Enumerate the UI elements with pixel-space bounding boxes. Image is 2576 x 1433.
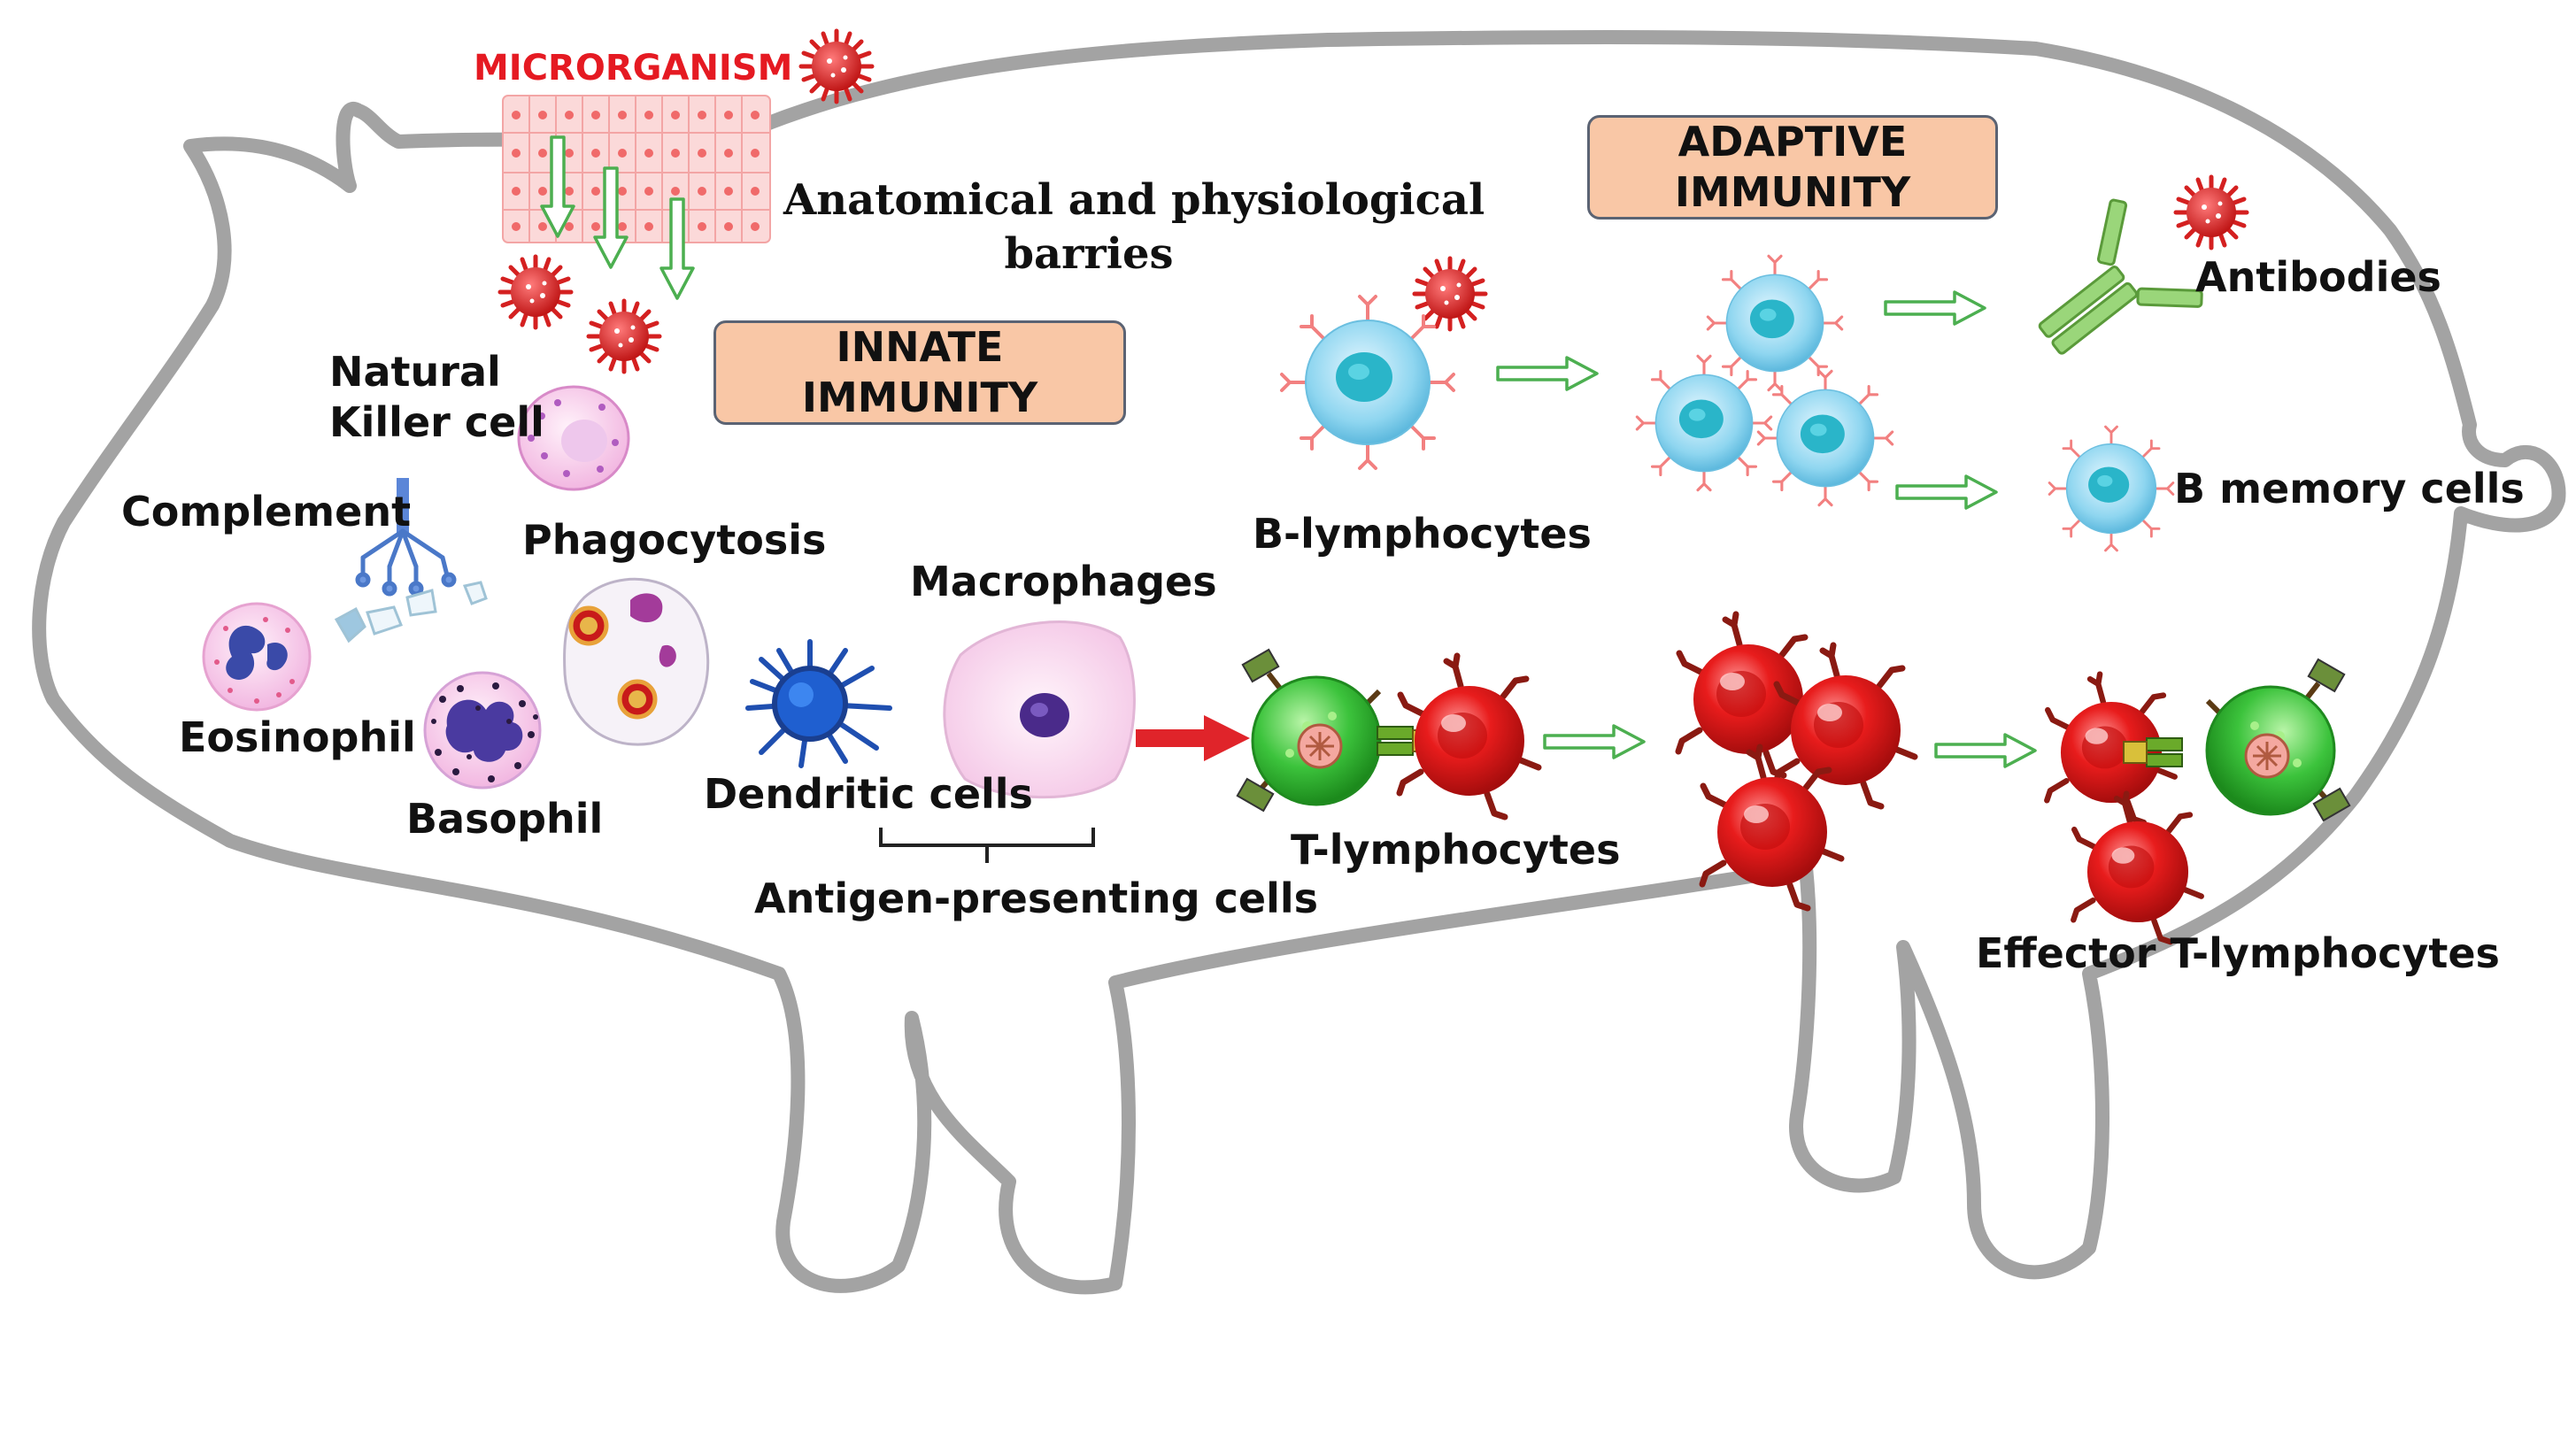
b-memory-cell-icon — [2048, 425, 2175, 552]
dendritic-cells-label: Dendritic cells — [704, 770, 1033, 818]
b-lymphocyte-icon — [1280, 295, 1455, 470]
basophil-label: Basophil — [406, 795, 604, 843]
basophil-icon — [423, 671, 542, 790]
eosinophil-icon — [202, 602, 312, 712]
b-proliferation-arrow — [1496, 356, 1599, 391]
nk-label-line2: Killer cell — [329, 397, 544, 446]
innate-immunity-box: INNATE IMMUNITY — [713, 320, 1126, 425]
engulfed-microbe-icon — [568, 605, 609, 646]
natural-killer-cell-icon — [517, 385, 630, 491]
apc-brace — [879, 828, 1095, 863]
antigen-presenting-cells-label: Antigen-presenting cells — [754, 874, 1319, 922]
microorganism-icon — [801, 31, 872, 102]
apc-green-cell-icon — [1238, 650, 1380, 811]
engulfed-microbe-icon — [617, 679, 658, 720]
antibody-arrow — [1884, 290, 1986, 326]
complement-label: Complement — [121, 488, 412, 535]
proliferation-arrow — [1543, 724, 1646, 759]
barriers-label-line2: barries — [1004, 228, 1174, 279]
microbe-icon — [2176, 177, 2247, 248]
adaptive-immunity-box: ADAPTIVE IMMUNITY — [1587, 115, 1998, 220]
t-lymphocyte-clone-icon — [1776, 645, 1915, 806]
dendritic-cell-icon — [745, 639, 892, 768]
macrophages-label: Macrophages — [910, 558, 1217, 605]
effector-t-lymphocytes-label: Effector T-lymphocytes — [1976, 929, 2500, 977]
antibody-icon — [2038, 198, 2203, 355]
t-lymphocyte-icon — [1400, 656, 1539, 817]
adaptive-label-line1: ADAPTIVE — [1677, 117, 1908, 166]
phagocytosis-label: Phagocytosis — [522, 516, 827, 564]
red-activation-arrow — [1136, 715, 1250, 761]
b-clone-icon — [1756, 369, 1894, 507]
b-clone-icon — [1706, 254, 1844, 392]
adaptive-label-line2: IMMUNITY — [1674, 168, 1911, 216]
effector-arrow — [1934, 733, 2037, 768]
barriers-label: Anatomical and physiological barries — [783, 175, 1485, 279]
macrophage-icon — [943, 620, 1136, 799]
b-lymphocytes-label: B-lymphocytes — [1253, 510, 1592, 558]
target-cell-icon — [2207, 659, 2349, 821]
epithelial-barrier — [502, 95, 771, 243]
phagocyte-icon — [563, 577, 710, 746]
nk-label-line1: Natural — [329, 348, 501, 396]
microbe-icon — [500, 257, 571, 327]
microbe-icon — [589, 301, 659, 372]
antibodies-label: Antibodies — [2195, 253, 2441, 301]
eosinophil-label: Eosinophil — [179, 713, 416, 761]
complement-fragments-icon — [334, 581, 488, 643]
microorganism-label: MICRORGANISM — [474, 48, 793, 89]
pig-outline — [32, 30, 2566, 1295]
b-clone-icon — [1635, 354, 1773, 492]
innate-immunity-label: INNATE IMMUNITY — [801, 322, 1038, 422]
b-memory-cells-label: B memory cells — [2174, 465, 2525, 512]
t-lymphocytes-label: T-lymphocytes — [1291, 826, 1621, 874]
memory-arrow — [1895, 474, 1998, 510]
barriers-label-line1: Anatomical and physiological — [783, 175, 1485, 225]
effector-t-cell-icon — [2073, 794, 2201, 942]
natural-killer-label: Natural Killer cell — [329, 350, 544, 444]
